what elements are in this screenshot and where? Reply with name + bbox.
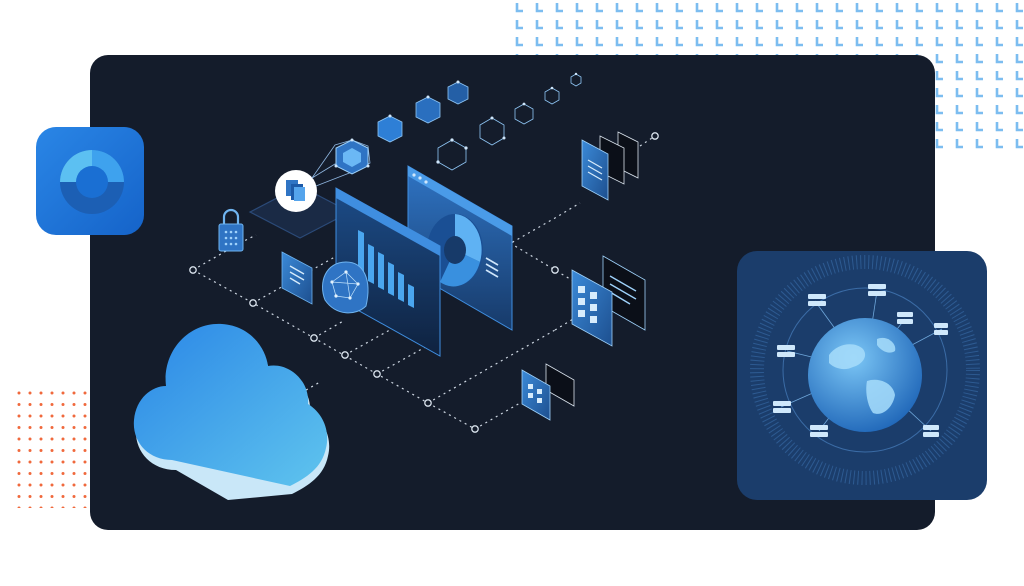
donut-chart-tile	[36, 127, 144, 235]
pie-chart-screen	[407, 165, 513, 331]
grid-card-icon	[521, 363, 575, 421]
globe-tile	[737, 251, 987, 500]
cube-icon	[335, 139, 369, 175]
cloud-icon	[133, 323, 330, 500]
blue-dot-pattern	[510, 0, 1024, 150]
lock-icon	[218, 208, 244, 252]
brain-network-icon	[322, 261, 369, 314]
bar-chart-screen	[335, 187, 441, 357]
dashboard-panels	[571, 255, 646, 347]
document-card-icon	[281, 251, 313, 305]
globe-icon	[808, 318, 922, 432]
pie-chart-icon	[427, 214, 483, 287]
floating-cubes	[334, 72, 582, 171]
globe-network	[750, 255, 980, 485]
orange-dot-pattern	[14, 388, 94, 508]
file-stack-icon	[581, 131, 639, 201]
documents-badge-icon	[275, 170, 317, 212]
donut-chart-icon	[60, 150, 124, 214]
isometric-scene	[189, 72, 659, 433]
server-icons	[773, 284, 948, 437]
connector-nodes	[189, 132, 659, 433]
